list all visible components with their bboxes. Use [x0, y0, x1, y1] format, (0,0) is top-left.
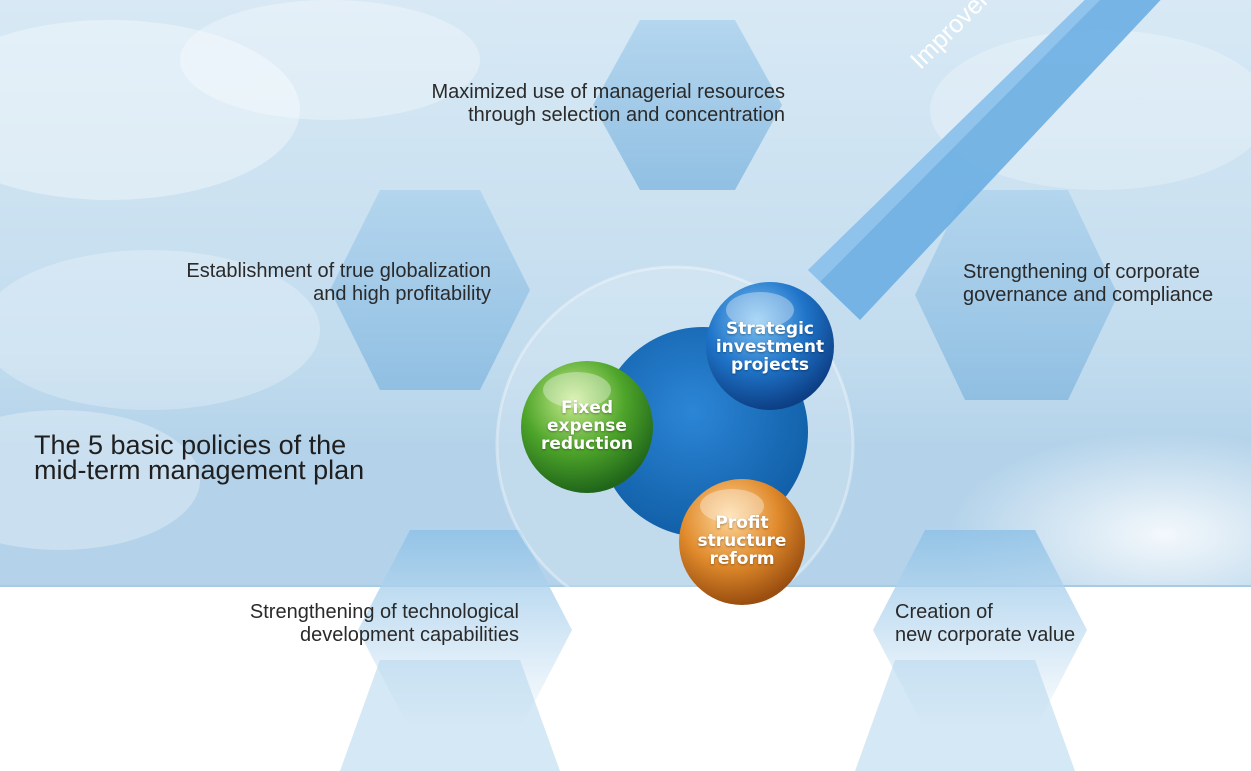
policy-right-line2: governance and compliance	[963, 284, 1214, 306]
orange-ball-label: Profit structure reform	[682, 514, 802, 568]
blue-ball-label: Strategic investment projects	[710, 320, 830, 374]
policy-left-line1: Establishment of true globalization	[186, 260, 491, 282]
policy-bottom-right-line2: new corporate value	[895, 624, 1076, 646]
policy-top-line1: Maximized use of managerial resources	[431, 81, 786, 103]
policy-right-line1: Strengthening of corporate	[963, 261, 1200, 283]
blue-ball	[706, 282, 834, 410]
policy-bottom-right: Creation of new corporate value	[895, 601, 1075, 647]
policy-bottom-left-line1: Strengthening of technological	[249, 601, 519, 623]
policy-left: Establishment of true globalization and …	[80, 260, 491, 306]
orange-ball	[679, 479, 805, 605]
orange-ball-line2: structure	[697, 531, 787, 551]
page-title-line1: The 5 basic policies of the	[34, 430, 347, 460]
orange-ball-line1: Profit	[715, 513, 769, 533]
policy-bottom-right-line1: Creation of	[895, 601, 993, 623]
policy-bottom-left: Strengthening of technological developme…	[120, 601, 519, 647]
blue-ball-line1: Strategic	[726, 319, 814, 339]
page-title: The 5 basic policies of the mid-term man…	[34, 430, 365, 485]
orange-ball-line3: reform	[709, 549, 775, 569]
green-ball	[521, 361, 653, 493]
green-ball-line2: expense	[547, 416, 627, 436]
policy-top: Maximized use of managerial resources th…	[330, 81, 786, 127]
page-title-line2: mid-term management plan	[34, 455, 365, 485]
blue-ball-line3: projects	[731, 355, 809, 375]
blue-ball-line2: investment	[715, 337, 825, 357]
policy-top-line2: through selection and concentration	[468, 104, 785, 126]
policy-bottom-left-line2: development capabilities	[299, 624, 519, 646]
green-ball-line3: reduction	[541, 434, 633, 454]
green-ball-line1: Fixed	[560, 398, 614, 418]
policy-left-line2: and high profitability	[313, 283, 491, 305]
policy-right: Strengthening of corporate governance an…	[963, 261, 1213, 307]
green-ball-label: Fixed expense reduction	[527, 399, 647, 453]
